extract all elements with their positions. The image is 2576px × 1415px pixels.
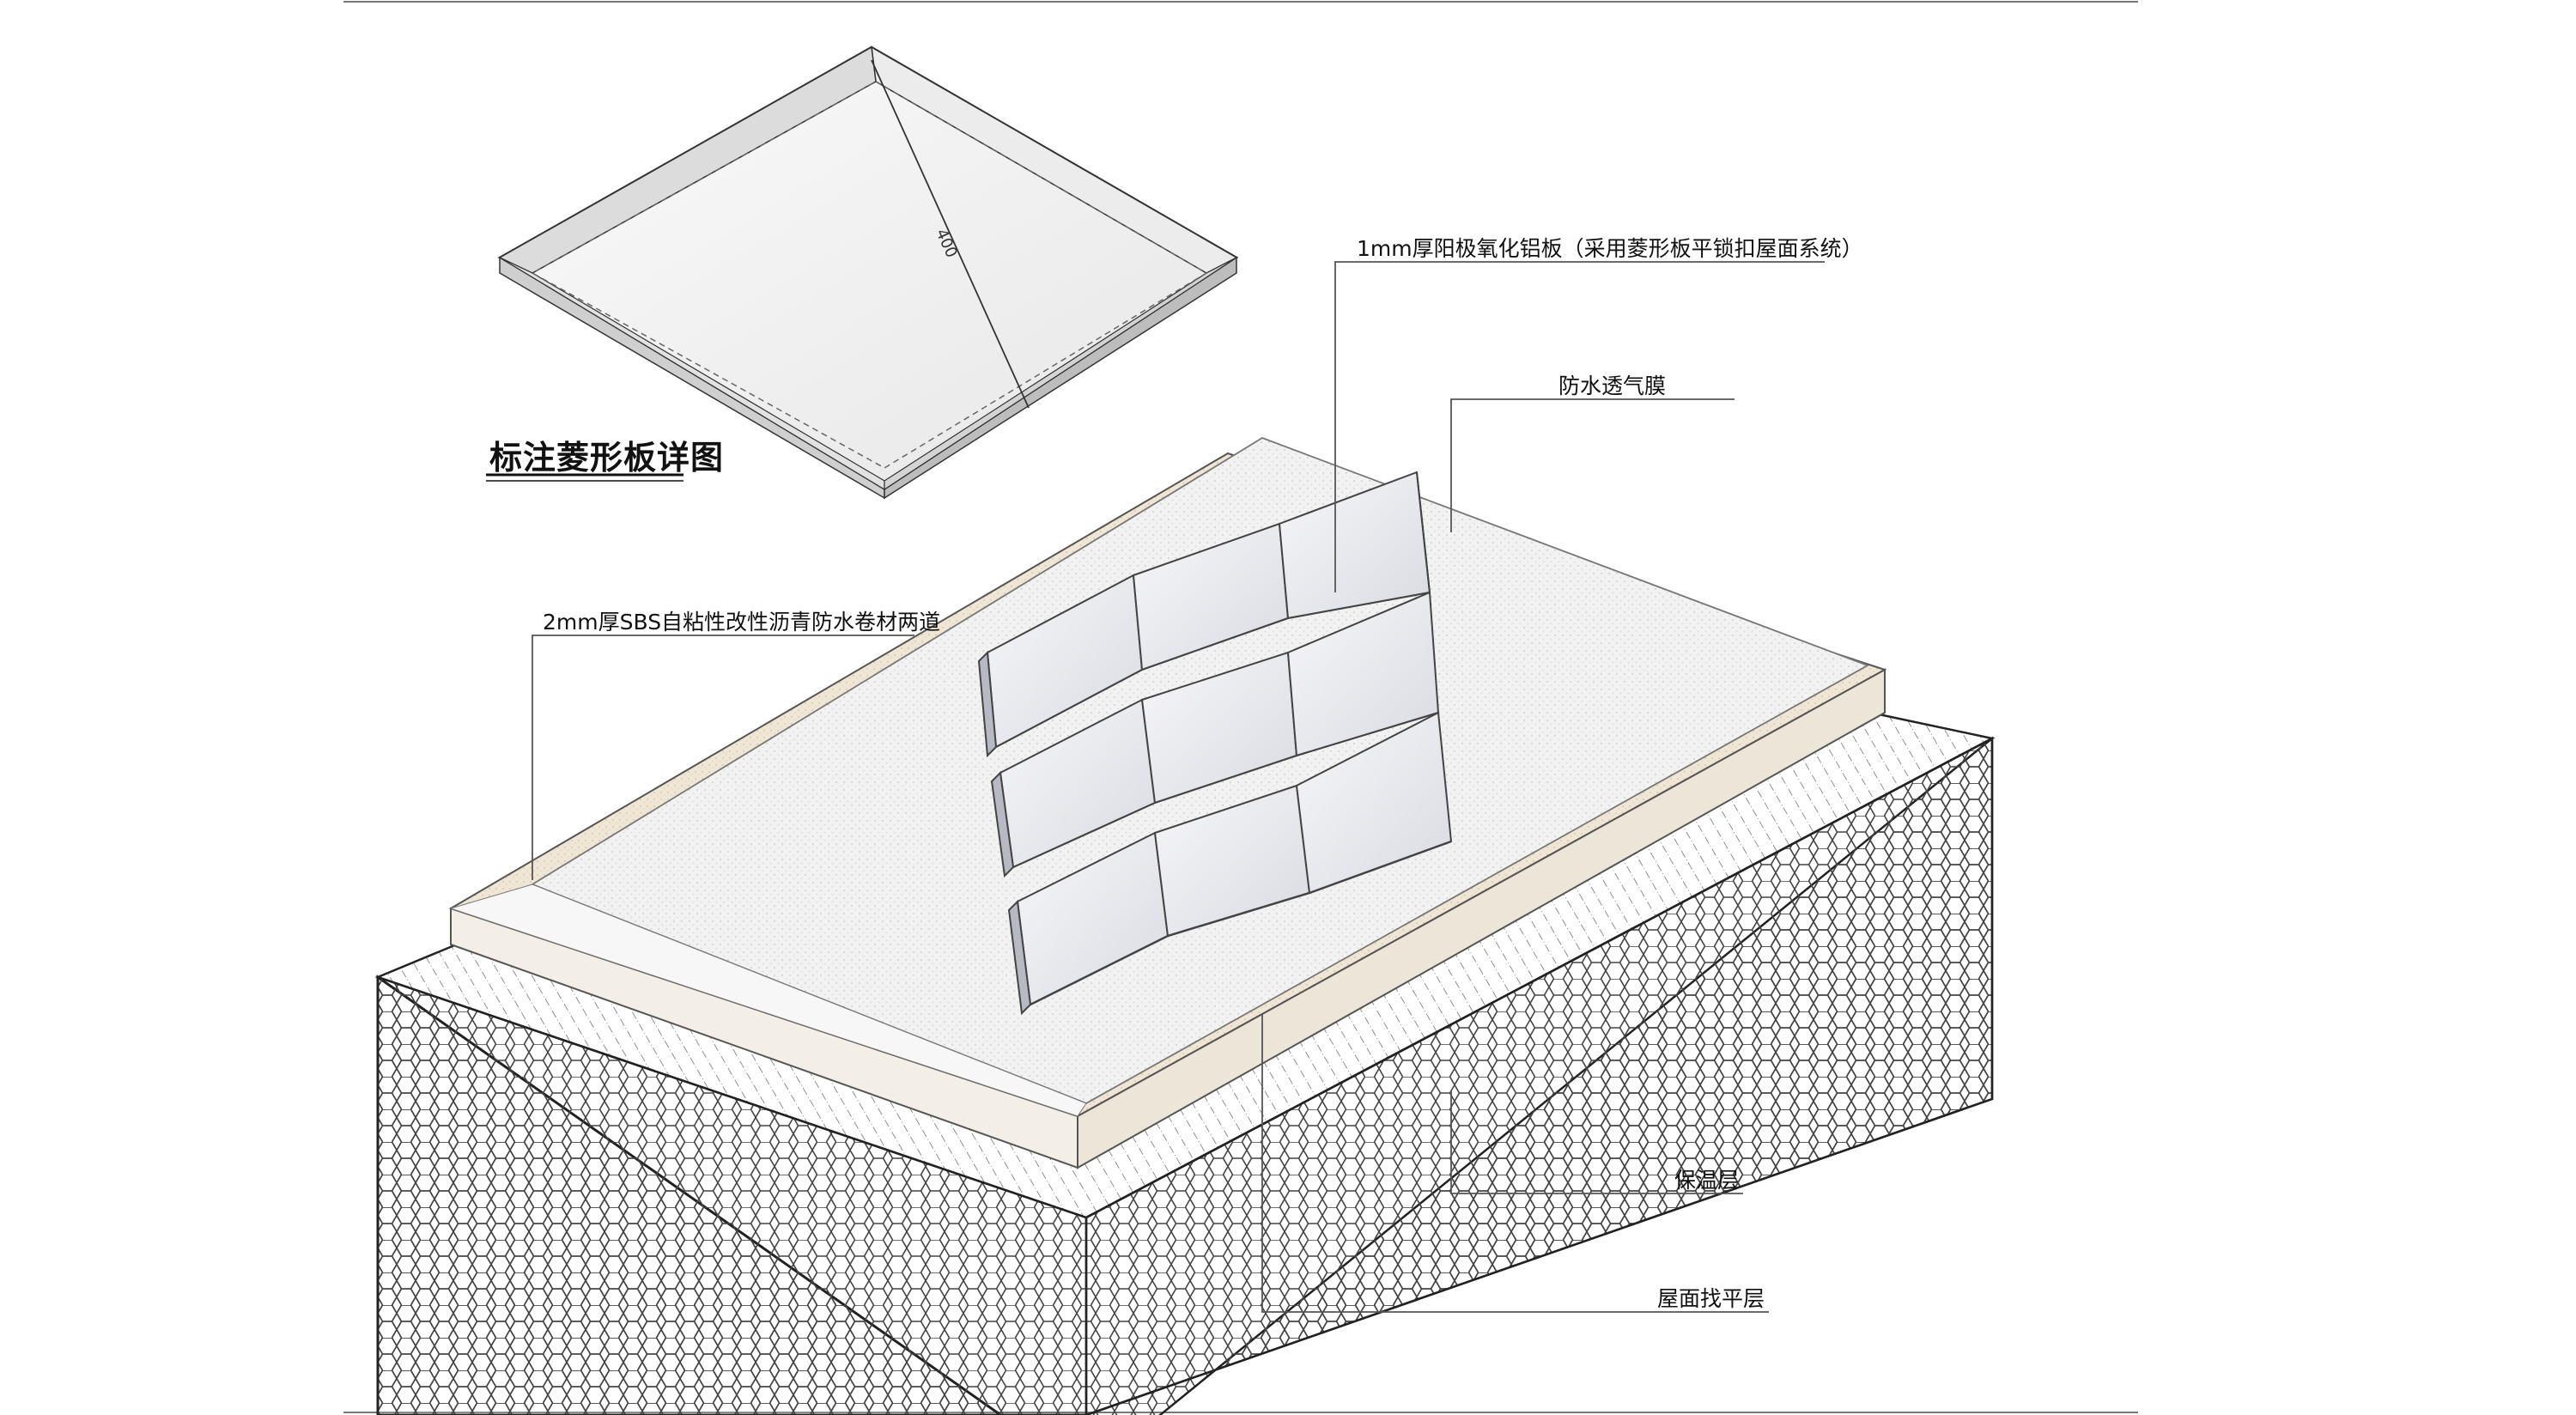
aluminum-panel-array xyxy=(977,471,1453,1016)
diamond-panel-detail: 400 xyxy=(497,46,1239,500)
label-aluminum-panel: 1mm厚阳极氧化铝板（采用菱形板平锁扣屋面系统） xyxy=(1357,236,1863,261)
insulation-front-right xyxy=(1084,736,1994,1415)
diagonal-dimension-line xyxy=(871,59,1030,409)
label-insulation: 保温层 xyxy=(1674,1168,1740,1193)
title-underline xyxy=(486,473,683,482)
label-screed: 屋面找平层 xyxy=(1657,1286,1765,1311)
label-sbs-membrane: 2mm厚SBS自粘性改性沥青防水卷材两道 xyxy=(543,610,941,635)
leader-lines xyxy=(532,261,1825,1313)
detail-title: 标注菱形板详图 xyxy=(489,439,725,477)
label-breathable-membrane: 防水透气膜 xyxy=(1558,373,1667,398)
insulation-front-left xyxy=(376,975,1088,1415)
